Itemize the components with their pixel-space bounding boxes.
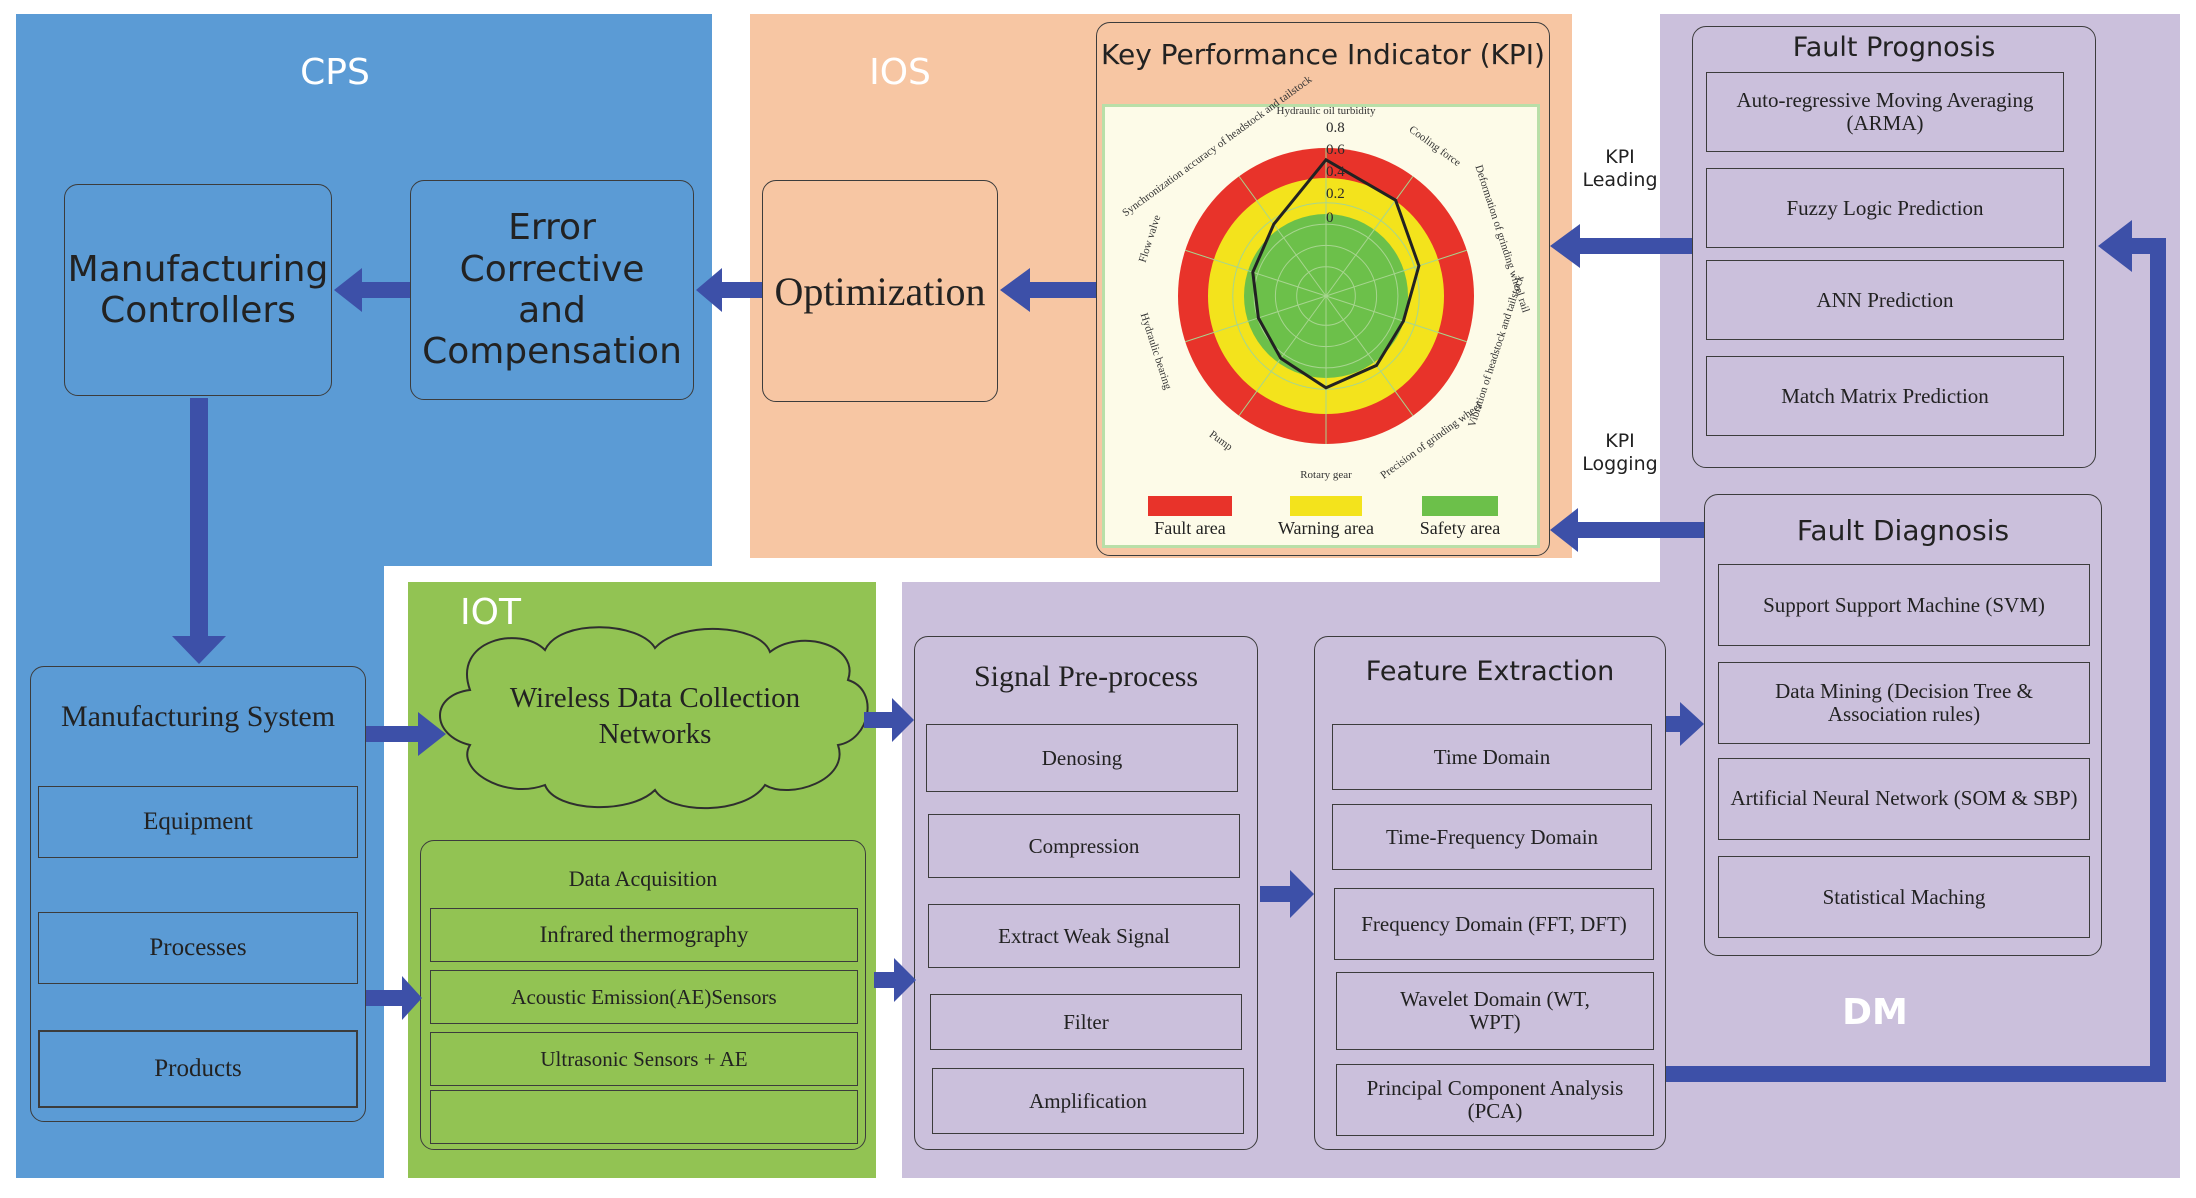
diagnosis-item-svm: Support Support Machine (SVM)	[1718, 564, 2090, 646]
manufacturing-controllers-box: Manufacturing Controllers	[64, 184, 332, 396]
fault-diagnosis-box	[1704, 494, 2102, 956]
legend-warning-label: Warning area	[1278, 518, 1374, 538]
dm-label: DM	[1842, 992, 1908, 1033]
feature-item-pca: Principal Component Analysis (PCA)	[1336, 1064, 1654, 1136]
diagnosis-item-data-mining: Data Mining (Decision Tree & Association…	[1718, 662, 2090, 744]
signal-item-amplification: Amplification	[932, 1068, 1244, 1134]
prognosis-item-ann: ANN Prediction	[1706, 260, 2064, 340]
legend-safety-label: Safety area	[1419, 518, 1501, 538]
signal-preprocess-title: Signal Pre-process	[973, 660, 1199, 693]
fault-diagnosis-title: Fault Diagnosis	[1796, 514, 2010, 547]
fault-prognosis-title: Fault Prognosis	[1792, 32, 1996, 63]
fault-prognosis-box	[1692, 26, 2096, 468]
kpi-chart-frame	[1102, 104, 1540, 548]
signal-preprocess-box	[914, 636, 1258, 1150]
wireless-networks-label: Wireless Data Collection Networks	[509, 682, 801, 751]
manufacturing-system-box	[30, 666, 366, 1122]
feature-item-wavelet: Wavelet Domain (WT, WPT)	[1336, 972, 1654, 1050]
ios-label: IOS	[869, 52, 931, 93]
error-corrective-box: Error Corrective and Compensation	[410, 180, 694, 400]
diagnosis-item-statistical: Statistical Maching	[1718, 856, 2090, 938]
acq-item-empty	[430, 1090, 858, 1144]
kpi-logging-label: KPI Logging	[1582, 430, 1658, 475]
signal-item-compression: Compression	[928, 814, 1240, 878]
feature-item-time-frequency: Time-Frequency Domain	[1332, 804, 1652, 870]
cps-region-bottom	[16, 566, 384, 1178]
prognosis-item-fuzzy: Fuzzy Logic Prediction	[1706, 168, 2064, 248]
legend-fault-label: Fault area	[1154, 518, 1226, 538]
signal-item-filter: Filter	[930, 994, 1242, 1050]
optimization-box: Optimization	[762, 180, 998, 402]
cps-label: CPS	[300, 52, 370, 93]
signal-item-denosing: Denosing	[926, 724, 1238, 792]
kpi-title: Key Performance Indicator (KPI)	[1101, 38, 1545, 71]
ms-item-products: Products	[38, 1030, 358, 1108]
feature-item-frequency: Frequency Domain (FFT, DFT)	[1334, 888, 1654, 960]
acq-item-ae-sensors: Acoustic Emission(AE)Sensors	[430, 970, 858, 1024]
manufacturing-controllers-label: Manufacturing Controllers	[67, 248, 329, 331]
acq-item-infrared: Infrared thermography	[430, 908, 858, 962]
feature-extraction-title: Feature Extraction	[1365, 656, 1615, 687]
manufacturing-system-title: Manufacturing System	[60, 700, 336, 733]
feature-item-time: Time Domain	[1332, 724, 1652, 790]
prognosis-item-match-matrix: Match Matrix Prediction	[1706, 356, 2064, 436]
error-corrective-label: Error Corrective and Compensation	[422, 207, 682, 373]
optimization-label: Optimization	[774, 268, 986, 314]
ms-item-equipment: Equipment	[38, 786, 358, 858]
ms-item-processes: Processes	[38, 912, 358, 984]
diagnosis-item-ann: Artificial Neural Network (SOM & SBP)	[1718, 758, 2090, 840]
feature-extraction-box	[1314, 636, 1666, 1150]
prognosis-item-arma: Auto-regressive Moving Averaging (ARMA)	[1706, 72, 2064, 152]
data-acquisition-title: Data Acquisition	[568, 866, 718, 891]
signal-item-extract-weak: Extract Weak Signal	[928, 904, 1240, 968]
iot-label: IOT	[460, 592, 521, 633]
kpi-leading-label: KPI Leading	[1582, 146, 1658, 191]
kpi-panel	[1096, 22, 1550, 556]
acq-item-ultrasonic: Ultrasonic Sensors + AE	[430, 1032, 858, 1086]
